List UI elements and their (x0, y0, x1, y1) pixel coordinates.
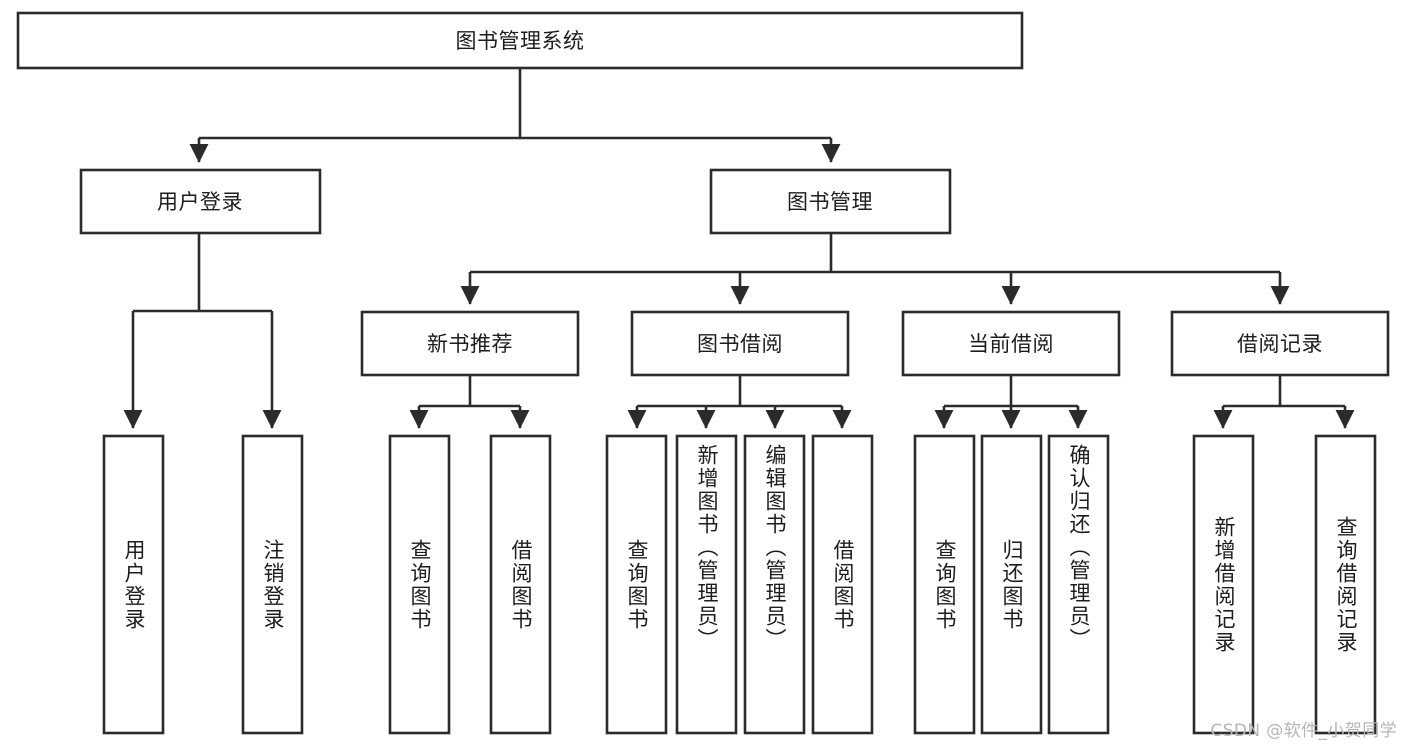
node-box-leaf-query-record[interactable] (1314, 434, 1377, 735)
node-box-leaf-add-record[interactable] (1192, 434, 1255, 735)
node-box-leaf-query-book-1[interactable] (388, 434, 451, 735)
label-book-management: 图书管理 (787, 190, 873, 214)
node-box-user-login[interactable] (79, 168, 322, 235)
node-box-leaf-edit-book[interactable] (743, 434, 806, 735)
label-root: 图书管理系统 (456, 29, 585, 53)
label-borrow-record: 借阅记录 (1237, 332, 1323, 356)
node-box-book-management[interactable] (709, 168, 952, 235)
node-box-new-book-recommend[interactable] (360, 310, 580, 377)
node-box-current-borrow[interactable] (901, 310, 1121, 377)
node-box-leaf-borrow-book-2[interactable] (811, 434, 874, 735)
label-user-login: 用户登录 (157, 190, 243, 214)
watermark-text: CSDN @软件_小贺同学 (1210, 721, 1397, 741)
node-box-leaf-query-book-2[interactable] (605, 434, 668, 735)
node-box-group (16, 11, 1390, 735)
node-box-leaf-confirm-return[interactable] (1047, 434, 1110, 735)
node-label-group: 图书管理系统 用户登录 图书管理 新书推荐 图书借阅 当前借阅 借阅记录 (157, 29, 1323, 356)
node-box-leaf-query-book-3[interactable] (913, 434, 976, 735)
node-box-leaf-user-login[interactable] (102, 434, 165, 735)
node-box-leaf-logout-login[interactable] (241, 434, 304, 735)
label-new-book-recommend: 新书推荐 (427, 332, 513, 356)
label-book-borrow: 图书借阅 (697, 332, 783, 356)
node-box-book-borrow[interactable] (630, 310, 850, 377)
connector-group (123, 68, 1355, 429)
node-box-leaf-borrow-book-1[interactable] (489, 434, 552, 735)
node-box-borrow-record[interactable] (1170, 310, 1390, 377)
node-box-root[interactable] (16, 11, 1024, 70)
node-box-leaf-return-book[interactable] (980, 434, 1043, 735)
label-current-borrow: 当前借阅 (968, 332, 1054, 356)
node-box-leaf-add-book[interactable] (675, 434, 738, 735)
